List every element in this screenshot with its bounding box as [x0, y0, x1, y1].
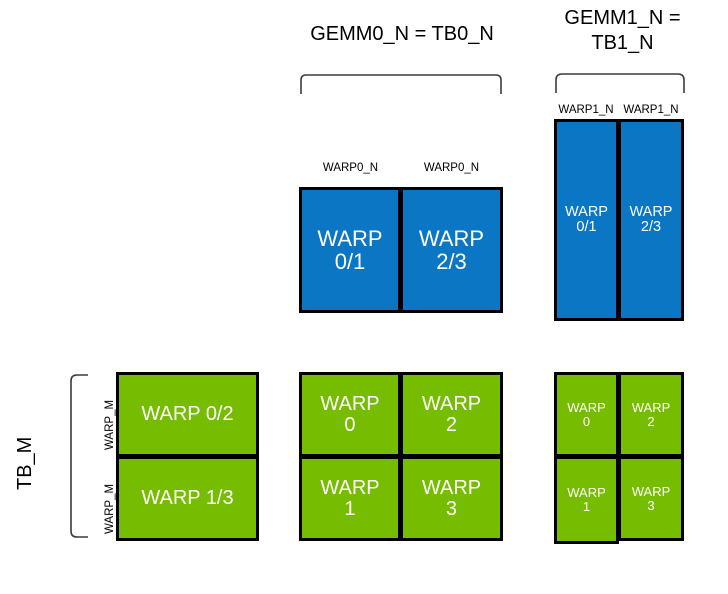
blue-block-gemm0-warp23: WARP 2/3	[400, 187, 503, 313]
gemm1-bracket	[555, 73, 685, 93]
tb-m-label: TB_M	[14, 436, 36, 490]
green-block-mid-warp1: WARP 1	[299, 456, 401, 541]
blue-block-gemm1-warp23: WARP 2/3	[618, 119, 684, 321]
warp1n-label-col1: WARP1_N	[558, 104, 614, 116]
tb-m-bracket	[70, 374, 88, 538]
warp1n-label-col2: WARP1_N	[623, 104, 679, 116]
blue-block-gemm0-warp01: WARP 0/1	[299, 187, 401, 313]
green-block-right-warp3: WARP 3	[618, 456, 684, 541]
gemm0-title: GEMM0_N = TB0_N	[310, 23, 494, 45]
warp0n-label-col2: WARP0_N	[423, 162, 480, 174]
green-block-right-warp2: WARP 2	[618, 372, 684, 457]
gemm1-title: GEMM1_N = TB1_N	[564, 7, 681, 54]
green-block-mid-warp0: WARP 0	[299, 372, 401, 457]
green-block-right-warp0: WARP 0	[554, 372, 619, 457]
green-block-left-warp02: WARP 0/2	[116, 372, 259, 457]
green-block-left-warp13: WARP 1/3	[116, 456, 259, 541]
blue-block-gemm1-warp01: WARP 0/1	[554, 119, 619, 321]
green-block-mid-warp3: WARP 3	[400, 456, 503, 541]
green-block-right-warp1: WARP 1	[554, 456, 619, 544]
green-block-mid-warp2: WARP 2	[400, 372, 503, 457]
gemm0-bracket	[300, 74, 502, 94]
warp0n-label-col1: WARP0_N	[322, 162, 379, 174]
warp-m-label-row1: WARP_M	[104, 399, 116, 450]
warp-m-label-row2: WARP_M	[104, 483, 116, 534]
